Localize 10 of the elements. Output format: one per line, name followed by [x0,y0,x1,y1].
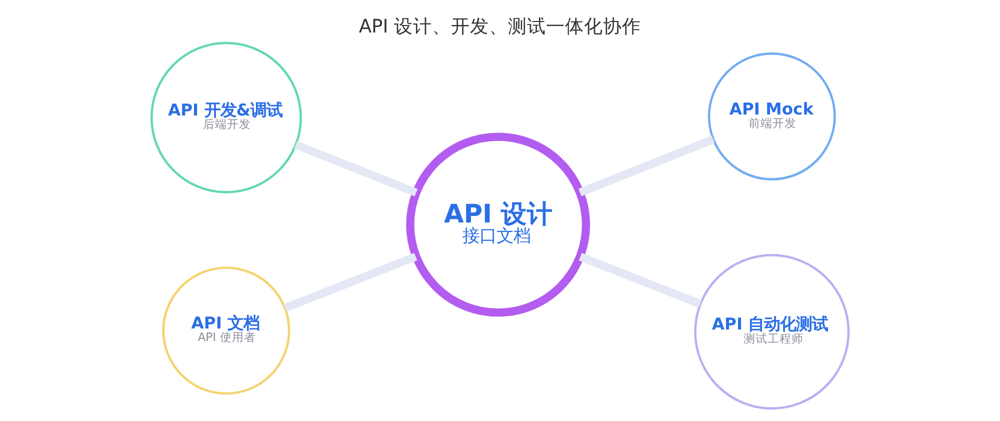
connector [578,252,702,308]
node-circle: API 文档 API 使用者 [162,266,290,395]
diagram-title: API 设计、开发、测试一体化协作 [358,16,642,38]
node-circle: API 自动化测试 测试工程师 [694,254,850,410]
node-circle: API 开发&调试 后端开发 [150,42,302,194]
connector [578,136,715,196]
connector [294,140,418,196]
node-circle: API 设计 接口文档 [406,132,590,317]
connector [284,252,418,312]
node-circle: API Mock 前端开发 [708,52,836,180]
